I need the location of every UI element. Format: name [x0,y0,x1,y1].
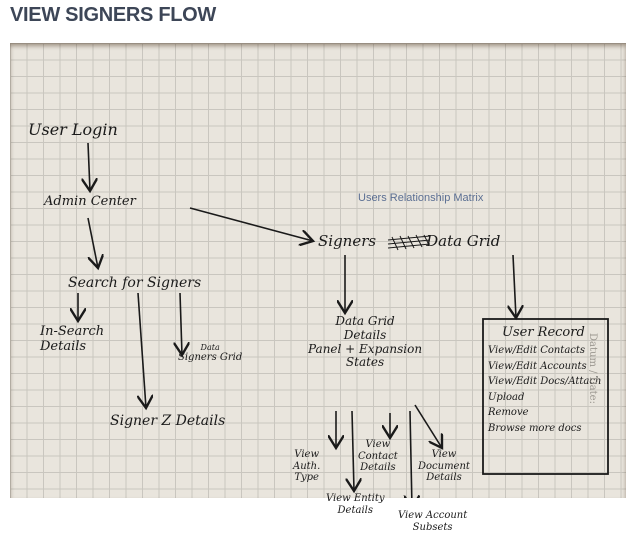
node-data-signers-grid: Data Signers Grid [178,343,242,364]
label-line: Subsets [398,522,467,533]
label-line: Signers Grid [178,352,242,364]
node-data-grid-details: Data Grid Details Panel + Expansion Stat… [308,315,422,370]
label-line: View [358,439,398,451]
flow-sketch-photo: User Login Admin Center Users Relationsh… [10,43,626,498]
label-line: Document [418,461,470,473]
label-line: View Entity [326,493,385,505]
label-line: View Account [398,510,467,522]
users-relationship-matrix-label: Users Relationship Matrix [358,192,483,204]
user-record: User Record View/Edit Contacts View/Edit… [488,323,601,436]
user-record-item: Upload [488,390,601,406]
node-admin-center: Admin Center [44,195,136,210]
arrow-datagrid-userrecord [513,255,516,318]
node-signers-data-grid: Signers Data Grid [318,233,500,250]
node-view-account-subsets: View Account Subsets [398,510,467,533]
label-line: Panel + Expansion [308,343,422,357]
label-line: Auth. [293,461,320,473]
node-in-search-details: In-Search Details [40,325,120,355]
arrow-admin-search [88,218,98,268]
node-view-contact-details: View Contact Details [358,439,398,474]
node-search-for-signers: Search for Signers [68,275,201,291]
label-line: Type [293,472,320,484]
arrow-document [415,405,442,448]
arrow-login-admin [88,143,90,191]
page-title: VIEW SIGNERS FLOW [10,4,216,27]
label-line: Details [308,329,422,343]
user-record-item: View/Edit Contacts [488,343,601,359]
label-line: States [308,356,422,370]
arrow-entity [352,411,354,491]
arrow-admin-signers [190,208,313,241]
label-line: Data [178,343,242,352]
node-signer-z-details: Signer Z Details [110,413,225,429]
label-line: Details [418,472,470,484]
label-line: Details [358,462,398,474]
arrow-search-signerz [138,293,146,408]
user-record-item: Remove [488,405,601,421]
label-line: Contact [358,451,398,463]
node-view-auth-type: View Auth. Type [293,449,320,484]
label-line: View [293,449,320,461]
node-user-login: User Login [28,121,118,139]
user-record-item: View/Edit Accounts [488,359,601,375]
node-view-document-details: View Document Details [418,449,470,484]
node-view-entity-details: View Entity Details [326,493,385,516]
label-line: View [418,449,470,461]
datum-date-label: Datum / Date: [587,333,598,404]
label-line: Data Grid [308,315,422,329]
user-record-item: View/Edit Docs/Attach [488,374,601,390]
arrow-account [410,411,412,498]
label-line: Details [326,505,385,517]
user-record-item: Browse more docs [488,421,601,437]
